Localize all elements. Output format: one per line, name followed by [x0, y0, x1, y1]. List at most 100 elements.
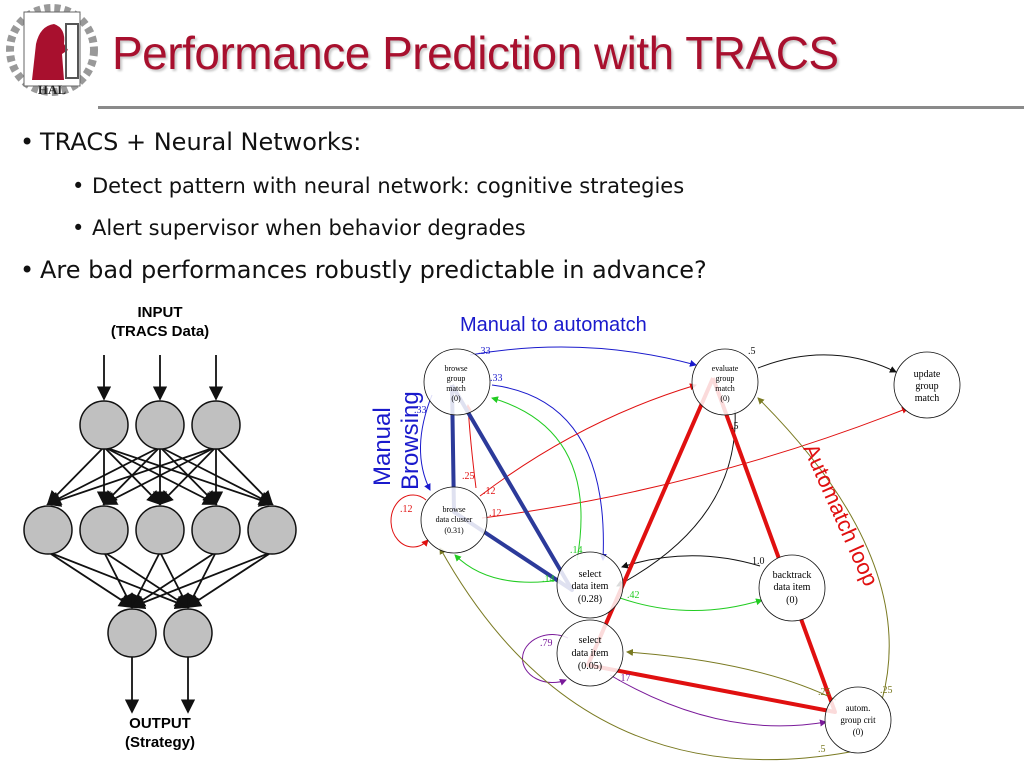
node-line: group: [716, 374, 735, 383]
edge-sel1-bc: [454, 554, 561, 583]
title-divider: [98, 106, 1024, 109]
node-line: data item: [572, 581, 609, 592]
automatch-loop-path: [586, 377, 837, 714]
bullet-text: Are bad performances robustly predictabl…: [40, 256, 707, 284]
node-select-data-1: select data item (0.28): [556, 551, 624, 619]
node-line: (0): [720, 394, 730, 403]
node-line: (0.28): [578, 594, 602, 605]
node-line: (0): [853, 727, 864, 737]
edge-label: .33: [414, 405, 427, 416]
bullet-text: Detect pattern with neural network: cogn…: [92, 174, 685, 198]
nn-connection: [130, 551, 273, 610]
manual-browsing-path: [450, 383, 574, 592]
nn-node-layer-0: [135, 400, 185, 450]
node-browse-group: browse group match (0): [423, 348, 491, 416]
bullet-item: •Are bad performances robustly predictab…: [20, 252, 1020, 296]
edge-label: .79: [540, 638, 553, 649]
edge-auto-eval: [757, 397, 890, 701]
node-line: (0.31): [444, 526, 464, 535]
bullet-dot: •: [20, 128, 35, 156]
input-label-line2: (TRACS Data): [110, 323, 210, 340]
edge-sel1-bg: [491, 396, 582, 561]
edge-bc-update: [481, 406, 909, 519]
nn-node-layer-1: [23, 505, 73, 555]
node-line: match: [915, 393, 939, 404]
edge-label: 1.0: [752, 556, 765, 567]
output-label-line1: OUTPUT: [129, 715, 191, 732]
edge-label: .42: [627, 590, 640, 601]
nn-connection: [158, 446, 217, 506]
nn-node-layer-0: [191, 400, 241, 450]
bullet-text: TRACS + Neural Networks:: [40, 128, 362, 156]
edge-label: .25: [462, 471, 475, 482]
edge-label: .12: [489, 508, 502, 519]
nn-node-layer-0: [79, 400, 129, 450]
edge-bt-sel1: [621, 555, 761, 569]
node-line: update: [914, 369, 941, 380]
edge-label: .12: [400, 504, 413, 515]
edge-label: .12: [483, 486, 496, 497]
edge-label: .14: [542, 574, 555, 585]
bullet-item: •TRACS + Neural Networks:: [20, 124, 1020, 168]
edge-label: .14: [570, 545, 583, 556]
manual-browsing-label-line1: Manual: [370, 407, 396, 486]
node-select-data-2: select data item (0.05): [556, 619, 624, 687]
logo-text: HAL: [38, 82, 67, 97]
node-line: match: [446, 384, 466, 393]
slide-title: Performance Prediction with TRACS: [112, 27, 839, 79]
nn-connection: [46, 446, 161, 505]
bullet-list: •TRACS + Neural Networks: •Detect patter…: [20, 124, 1020, 296]
input-label-line1: INPUT: [137, 304, 183, 321]
node-line: group: [915, 381, 938, 392]
nn-output-label: OUTPUT (Strategy): [60, 714, 260, 752]
edge-label: .5: [731, 421, 739, 432]
edge-bc-eval: [479, 383, 697, 497]
edge-eval-update: [757, 354, 897, 373]
node-line: (0): [451, 394, 461, 403]
node-line: browse: [442, 505, 466, 514]
node-line: (0.05): [578, 661, 602, 672]
manual-to-automatch-label: Manual to automatch: [460, 314, 647, 336]
bullet-dot: •: [72, 216, 85, 240]
node-line: group crit: [840, 715, 876, 725]
edge-sel1-bt: [619, 597, 763, 612]
hal-logo: HAL: [6, 4, 98, 102]
edge-label: .25: [880, 685, 893, 696]
nn-connection: [103, 551, 133, 609]
manual-browsing-label-line2: Browsing: [397, 391, 424, 490]
node-line: group: [447, 374, 466, 383]
edge-sel2-auto: [609, 674, 827, 727]
edge-auto-sel2: [626, 648, 837, 701]
node-line: backtrack: [773, 570, 812, 581]
node-backtrack: backtrack data item (0): [758, 554, 826, 622]
nn-node-layer-1: [191, 505, 241, 555]
edge-label: .25: [818, 687, 831, 698]
nn-node-layer-2: [107, 608, 157, 658]
node-line: data cluster: [436, 515, 473, 524]
edge-label: .17: [618, 673, 631, 684]
node-line: evaluate: [712, 364, 739, 373]
node-line: autom.: [846, 703, 871, 713]
nn-node-layer-2: [163, 608, 213, 658]
sub-bullet-item: • Detect pattern with neural network: cog…: [20, 168, 1020, 210]
node-line: browse: [444, 364, 468, 373]
edge-label: .33: [490, 373, 503, 384]
bullet-text: Alert supervisor when behavior degrades: [92, 216, 526, 240]
node-line: (0): [786, 595, 798, 606]
strategy-state-diagram: browse group match (0) evaluate group ma…: [370, 314, 961, 761]
sub-bullet-item: • Alert supervisor when behavior degrades: [20, 210, 1020, 252]
neural-network-diagram: [23, 355, 297, 714]
nn-input-label: INPUT (TRACS Data): [60, 303, 260, 341]
edge-label: .33: [478, 346, 491, 357]
node-line: select: [579, 569, 602, 580]
nn-connection: [186, 551, 273, 608]
node-line: data item: [572, 648, 609, 659]
bullet-dot: •: [72, 174, 85, 198]
node-line: select: [579, 635, 602, 646]
node-autom-group: autom. group crit (0): [824, 686, 892, 754]
bullet-dot: •: [20, 256, 35, 284]
node-update-group: update group match: [893, 351, 961, 419]
edge-label: .5: [748, 346, 756, 357]
edge-bg-eval: [469, 346, 697, 367]
edge-bc-self: [390, 494, 429, 548]
